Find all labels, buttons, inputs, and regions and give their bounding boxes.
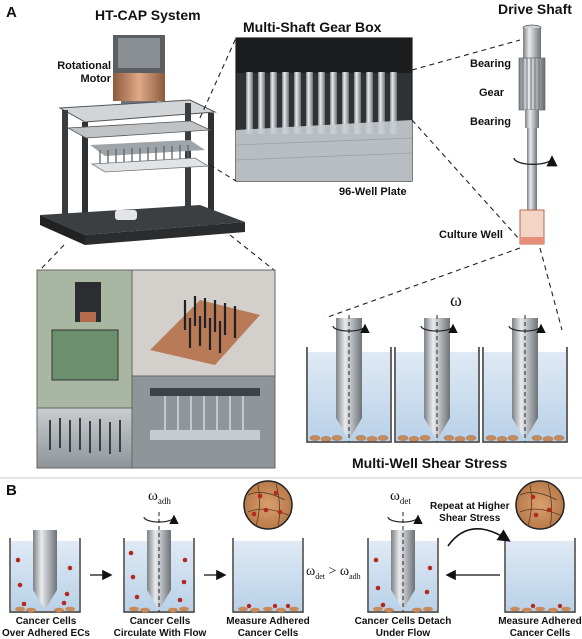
step-caption-5: Measure Adhered Cancer Cells: [498, 616, 582, 639]
motor-label-line1: Rotational: [57, 60, 111, 72]
step4-line2: Under Flow: [375, 627, 431, 639]
microscopy-dish-2: [515, 480, 565, 530]
gearbox-title: Multi-Shaft Gear Box: [243, 19, 382, 35]
multi-well-shear: [306, 315, 568, 443]
shear-well-3: [482, 315, 568, 443]
plate-label: 96-Well Plate: [339, 186, 407, 198]
repeat-arrow: [447, 528, 511, 547]
drive-shaft: [513, 24, 558, 245]
omega-adh-sub: adh: [157, 496, 171, 506]
step1-line2: Over Adhered ECs: [2, 627, 90, 639]
culture-well-label: Culture Well: [439, 229, 503, 241]
step5-line1: Measure Adhered: [498, 616, 582, 627]
step-caption-1: Cancer Cells Over Adhered ECs: [2, 616, 90, 639]
shaft-part-gear: Gear: [479, 87, 505, 99]
panel-b-letter: B: [6, 482, 17, 499]
omega-adh-symbol: ω: [148, 488, 158, 504]
system-title: HT-CAP System: [95, 7, 201, 23]
gearbox-photo: [235, 37, 413, 182]
comparison-sub-right: adh: [349, 571, 361, 581]
motor-label: Rotational Motor: [55, 60, 111, 85]
omega-det-sub: det: [399, 496, 411, 506]
omega-adh-label: ωadh: [148, 488, 171, 506]
step3-line1: Measure Adhered: [226, 616, 310, 627]
omega-label: ω: [450, 290, 462, 310]
repeat-label: Repeat at Higher Shear Stress: [430, 501, 509, 524]
step2-line1: Cancer Cells: [129, 616, 191, 627]
apparatus-rendering: [40, 35, 245, 245]
omega-det-symbol: ω: [390, 488, 400, 504]
comparison-omega-right: ω: [339, 564, 350, 579]
step2-well: [123, 512, 195, 613]
step3-well: [232, 538, 304, 613]
motor-label-line2: Motor: [80, 72, 111, 85]
step-caption-4: Cancer Cells Detach Under Flow: [355, 616, 452, 639]
comparison-sub-left: det: [315, 571, 325, 581]
shaft-part-bearing-bottom: Bearing: [470, 116, 511, 128]
shaft-title: Drive Shaft: [498, 1, 572, 17]
step2-line2: Circulate With Flow: [113, 627, 207, 639]
step5-well: [504, 538, 576, 613]
photo-collage: [36, 269, 276, 469]
microscopy-dish-1: [243, 480, 293, 530]
omega-comparison: ωdet > ωadh: [306, 564, 361, 581]
shear-title: Multi-Well Shear Stress: [352, 455, 508, 471]
panel-a-letter: A: [6, 4, 17, 21]
omega-det-label: ωdet: [390, 488, 411, 506]
step1-well: [9, 530, 81, 613]
step4-line1: Cancer Cells Detach: [354, 616, 452, 627]
step-caption-2: Cancer Cells Circulate With Flow: [114, 616, 207, 639]
shear-well-2: [394, 315, 480, 443]
repeat-label-line2: Shear Stress: [439, 512, 501, 524]
step-caption-3: Measure Adhered Cancer Cells: [226, 616, 310, 639]
shear-well-1: [306, 315, 392, 443]
step5-line2: Cancer Cells: [509, 627, 571, 639]
step1-line1: Cancer Cells: [15, 616, 77, 627]
comparison-omega-left: ω: [306, 564, 316, 579]
step4-well: [367, 512, 439, 613]
repeat-label-line1: Repeat at Higher: [430, 501, 510, 512]
step3-line2: Cancer Cells: [237, 627, 299, 639]
comparison-operator: >: [328, 564, 337, 579]
shaft-part-bearing-top: Bearing: [470, 58, 511, 70]
